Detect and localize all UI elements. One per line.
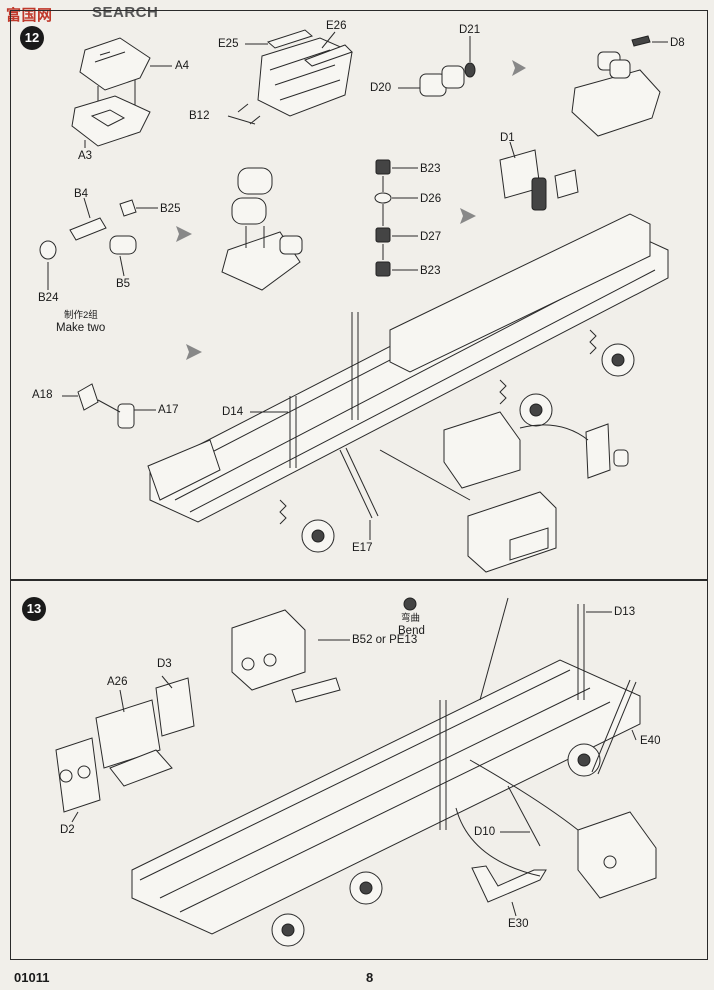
page-number: 8 [366,970,374,985]
label-b23-bottom: B23 [420,265,441,277]
step-13-number: 13 [22,597,46,621]
label-d10: D10 [474,826,496,838]
chassis-12 [147,213,669,573]
label-b52: B52 or PE13 [352,634,418,646]
label-e17: E17 [352,542,373,554]
watermark-brand: 富国网 [6,7,53,24]
product-code: 01011 [14,970,50,985]
part-a4 [79,37,151,91]
label-e25: E25 [218,38,239,50]
label-e40: E40 [640,735,661,747]
step-12-panel [10,10,708,580]
label-e26: E26 [326,20,347,32]
label-d21: D21 [459,24,481,36]
label-b4: B4 [74,188,89,200]
label-b23-top: B23 [420,163,441,175]
step-12-number: 12 [20,26,44,50]
label-b24: B24 [38,292,59,304]
label-d26: D26 [420,193,442,205]
label-a17: A17 [158,404,179,416]
watermark-search: SEARCH [92,4,159,21]
label-b12: B12 [189,110,210,122]
label-d8: D8 [670,37,685,49]
label-d13: D13 [614,606,636,618]
label-d1: D1 [500,132,515,144]
label-b25: B25 [160,203,181,215]
label-a3: A3 [78,150,93,162]
make-two-cn: 制作2组 [64,310,98,321]
step-13-panel [10,580,708,960]
label-d20: D20 [370,82,392,94]
label-b5: B5 [116,278,131,290]
label-d27: D27 [420,231,442,243]
label-e30: E30 [508,918,529,930]
label-d14: D14 [222,406,244,418]
make-two-en: Make two [56,322,106,334]
label-d2: D2 [60,824,75,836]
bend-cn: 弯曲 [401,613,421,624]
label-a4: A4 [175,60,190,72]
label-a18: A18 [32,389,53,401]
bend-en: Bend [398,625,425,637]
label-d3: D3 [157,658,172,670]
label-a26: A26 [107,676,128,688]
